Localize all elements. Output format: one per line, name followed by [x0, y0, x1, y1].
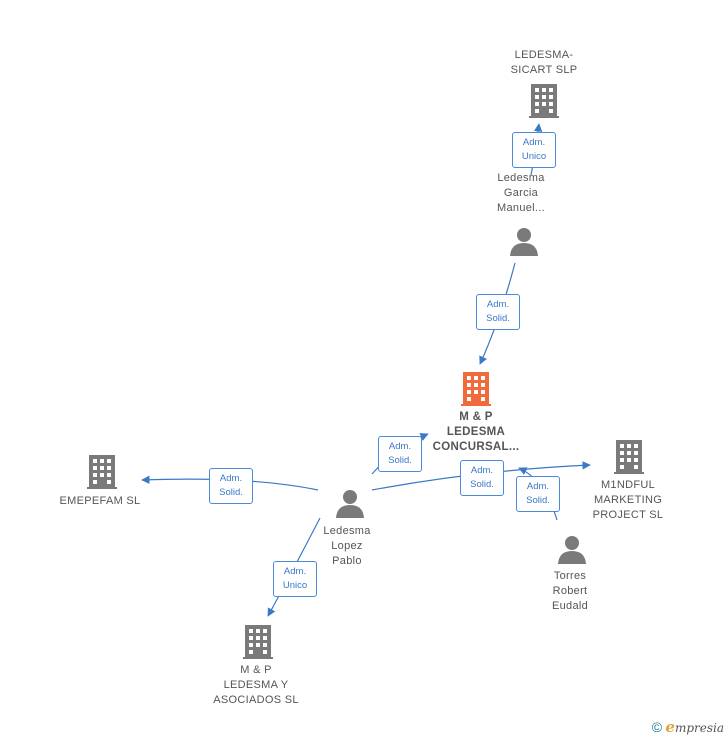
- node-label-ledesma-garcia[interactable]: Ledesma Garcia Manuel...: [474, 171, 568, 216]
- label-line: LEDESMA Y: [223, 679, 289, 691]
- building-icon[interactable]: [243, 625, 273, 659]
- label-line: Torres: [553, 570, 587, 582]
- label-line: Lopez: [331, 540, 363, 552]
- label-line: M & P: [459, 411, 493, 423]
- label-line: LEDESMA-: [514, 49, 574, 61]
- edge-label-line: Unico: [282, 580, 308, 591]
- person-icon[interactable]: [335, 488, 365, 518]
- edge-label-line: Adm.: [283, 566, 307, 577]
- copyright-icon: ©: [651, 719, 663, 735]
- edge-label-lopez-emepefam[interactable]: Adm. Solid.: [209, 468, 253, 504]
- building-icon[interactable]: [529, 84, 559, 118]
- brand-name: mpresia: [674, 721, 724, 735]
- edge-label-line: Solid.: [486, 313, 510, 324]
- label-line: MARKETING: [593, 494, 663, 506]
- node-label-main-company[interactable]: M & P LEDESMA CONCURSAL...: [416, 410, 536, 455]
- label-line: M1NDFUL: [600, 479, 656, 491]
- edge-label-line: Solid.: [219, 487, 243, 498]
- edge-label-lopez-asociados[interactable]: Adm. Unico: [273, 561, 317, 597]
- label-line: Garcia: [503, 187, 539, 199]
- edge-label-line: Adm.: [522, 137, 546, 148]
- node-label-asociados[interactable]: M & P LEDESMA Y ASOCIADOS SL: [196, 663, 316, 708]
- edge-label-line: Adm.: [526, 481, 550, 492]
- brand-initial: e: [665, 718, 675, 736]
- edge-label-line: Adm.: [486, 299, 510, 310]
- edge-label-line: Adm.: [470, 465, 494, 476]
- building-icon[interactable]: [614, 440, 644, 474]
- label-line: Ledesma: [497, 172, 545, 184]
- person-icon[interactable]: [509, 226, 539, 256]
- label-line: CONCURSAL...: [432, 441, 520, 453]
- edge-label-torres-main[interactable]: Adm. Solid.: [516, 476, 560, 512]
- edge-label-lopez-mindful[interactable]: Adm. Solid.: [460, 460, 504, 496]
- label-line: EMEPEFAM SL: [59, 495, 141, 507]
- label-line: Pablo: [332, 555, 362, 567]
- building-icon[interactable]: [87, 455, 117, 489]
- edge-label-line: Solid.: [388, 455, 412, 466]
- node-label-torres[interactable]: Torres Robert Eudald: [524, 569, 616, 614]
- label-line: Robert: [552, 585, 588, 597]
- node-label-mindful[interactable]: M1NDFUL MARKETING PROJECT SL: [574, 478, 682, 523]
- label-line: PROJECT SL: [592, 509, 664, 521]
- label-line: SICART SLP: [510, 64, 578, 76]
- edge-label-lopez-main[interactable]: Adm. Solid.: [378, 436, 422, 472]
- node-label-ledesma-sicart[interactable]: LEDESMA- SICART SLP: [484, 48, 604, 78]
- label-line: M & P: [240, 664, 272, 676]
- label-line: LEDESMA: [446, 426, 506, 438]
- building-icon[interactable]: [461, 372, 491, 406]
- label-line: ASOCIADOS SL: [213, 694, 299, 706]
- person-icon[interactable]: [557, 534, 587, 564]
- edge-label-garcia-sicart[interactable]: Adm. Unico: [512, 132, 556, 168]
- edge-label-line: Solid.: [526, 495, 550, 506]
- edge-label-line: Adm.: [219, 473, 243, 484]
- edge-label-line: Solid.: [470, 479, 494, 490]
- edge-label-garcia-main[interactable]: Adm. Solid.: [476, 294, 520, 330]
- label-line: Ledesma: [323, 525, 371, 537]
- edge-label-line: Unico: [521, 151, 547, 162]
- brand-logo: empresia: [665, 718, 724, 736]
- label-line: Manuel...: [497, 202, 545, 214]
- label-line: Eudald: [551, 600, 589, 612]
- node-label-emepefam[interactable]: EMEPEFAM SL: [40, 494, 160, 509]
- edge-label-line: Adm.: [388, 441, 412, 452]
- node-label-ledesma-lopez[interactable]: Ledesma Lopez Pablo: [300, 524, 394, 569]
- footer-brand[interactable]: © empresia: [652, 718, 724, 736]
